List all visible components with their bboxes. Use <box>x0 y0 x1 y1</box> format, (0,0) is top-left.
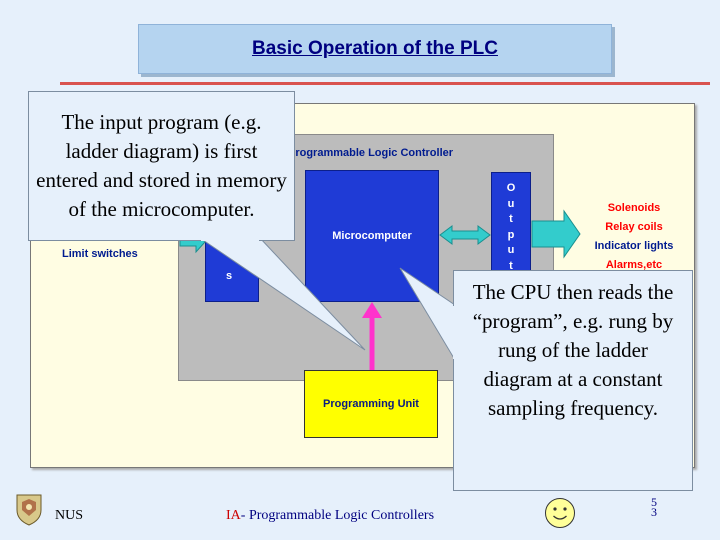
output-letter: u <box>507 244 515 256</box>
crest-logo-icon <box>16 494 42 526</box>
footer-course-title: - Programmable Logic Controllers <box>240 508 435 523</box>
output-letter: O <box>506 182 516 194</box>
programming-arrow-head <box>362 302 382 318</box>
footer-course: IA- Programmable Logic Controllers <box>226 508 434 524</box>
footer-course-prefix: IA <box>226 508 241 523</box>
micro-output-double-arrow <box>439 225 491 245</box>
output-device-solenoids: Solenoids <box>607 202 661 214</box>
output-device-indicator-lights: Indicator lights <box>594 240 674 252</box>
left-callout-text: The input program (e.g. ladder diagram) … <box>36 110 287 221</box>
input-device-label: Limit switches <box>62 248 138 260</box>
page-digit: 3 <box>651 505 657 519</box>
output-devices-arrow <box>531 209 581 259</box>
page-digit: 5 <box>651 495 657 509</box>
output-device-relay-coils: Relay coils <box>605 221 663 233</box>
output-letter: t <box>509 259 513 272</box>
left-callout: The input program (e.g. ladder diagram) … <box>28 91 295 241</box>
slide-title: Basic Operation of the PLC <box>252 38 498 59</box>
right-callout: The CPU then reads the “program”, e.g. r… <box>453 270 693 491</box>
right-callout-text: The CPU then reads the “program”, e.g. r… <box>472 280 674 420</box>
output-device-alarms: Alarms,etc <box>605 259 663 271</box>
output-letter: t <box>509 213 513 225</box>
footer-org: NUS <box>55 508 84 523</box>
output-module-letters: O u t p u t <box>491 181 531 274</box>
title-underline-rule <box>60 82 710 85</box>
microcomputer-label: Microcomputer <box>332 230 412 242</box>
programming-unit-box: Programming Unit <box>304 370 438 438</box>
plc-label: Programmable Logic Controller <box>288 147 454 159</box>
output-letter: p <box>507 228 515 241</box>
smiley-face-icon <box>545 498 575 528</box>
input-module-letter: s <box>226 270 233 282</box>
title-box: Basic Operation of the PLC <box>138 24 612 74</box>
output-letter: u <box>507 197 515 210</box>
output-module <box>491 172 531 272</box>
programming-unit-label: Programming Unit <box>323 398 419 410</box>
page-number: 5 3 <box>648 495 660 519</box>
